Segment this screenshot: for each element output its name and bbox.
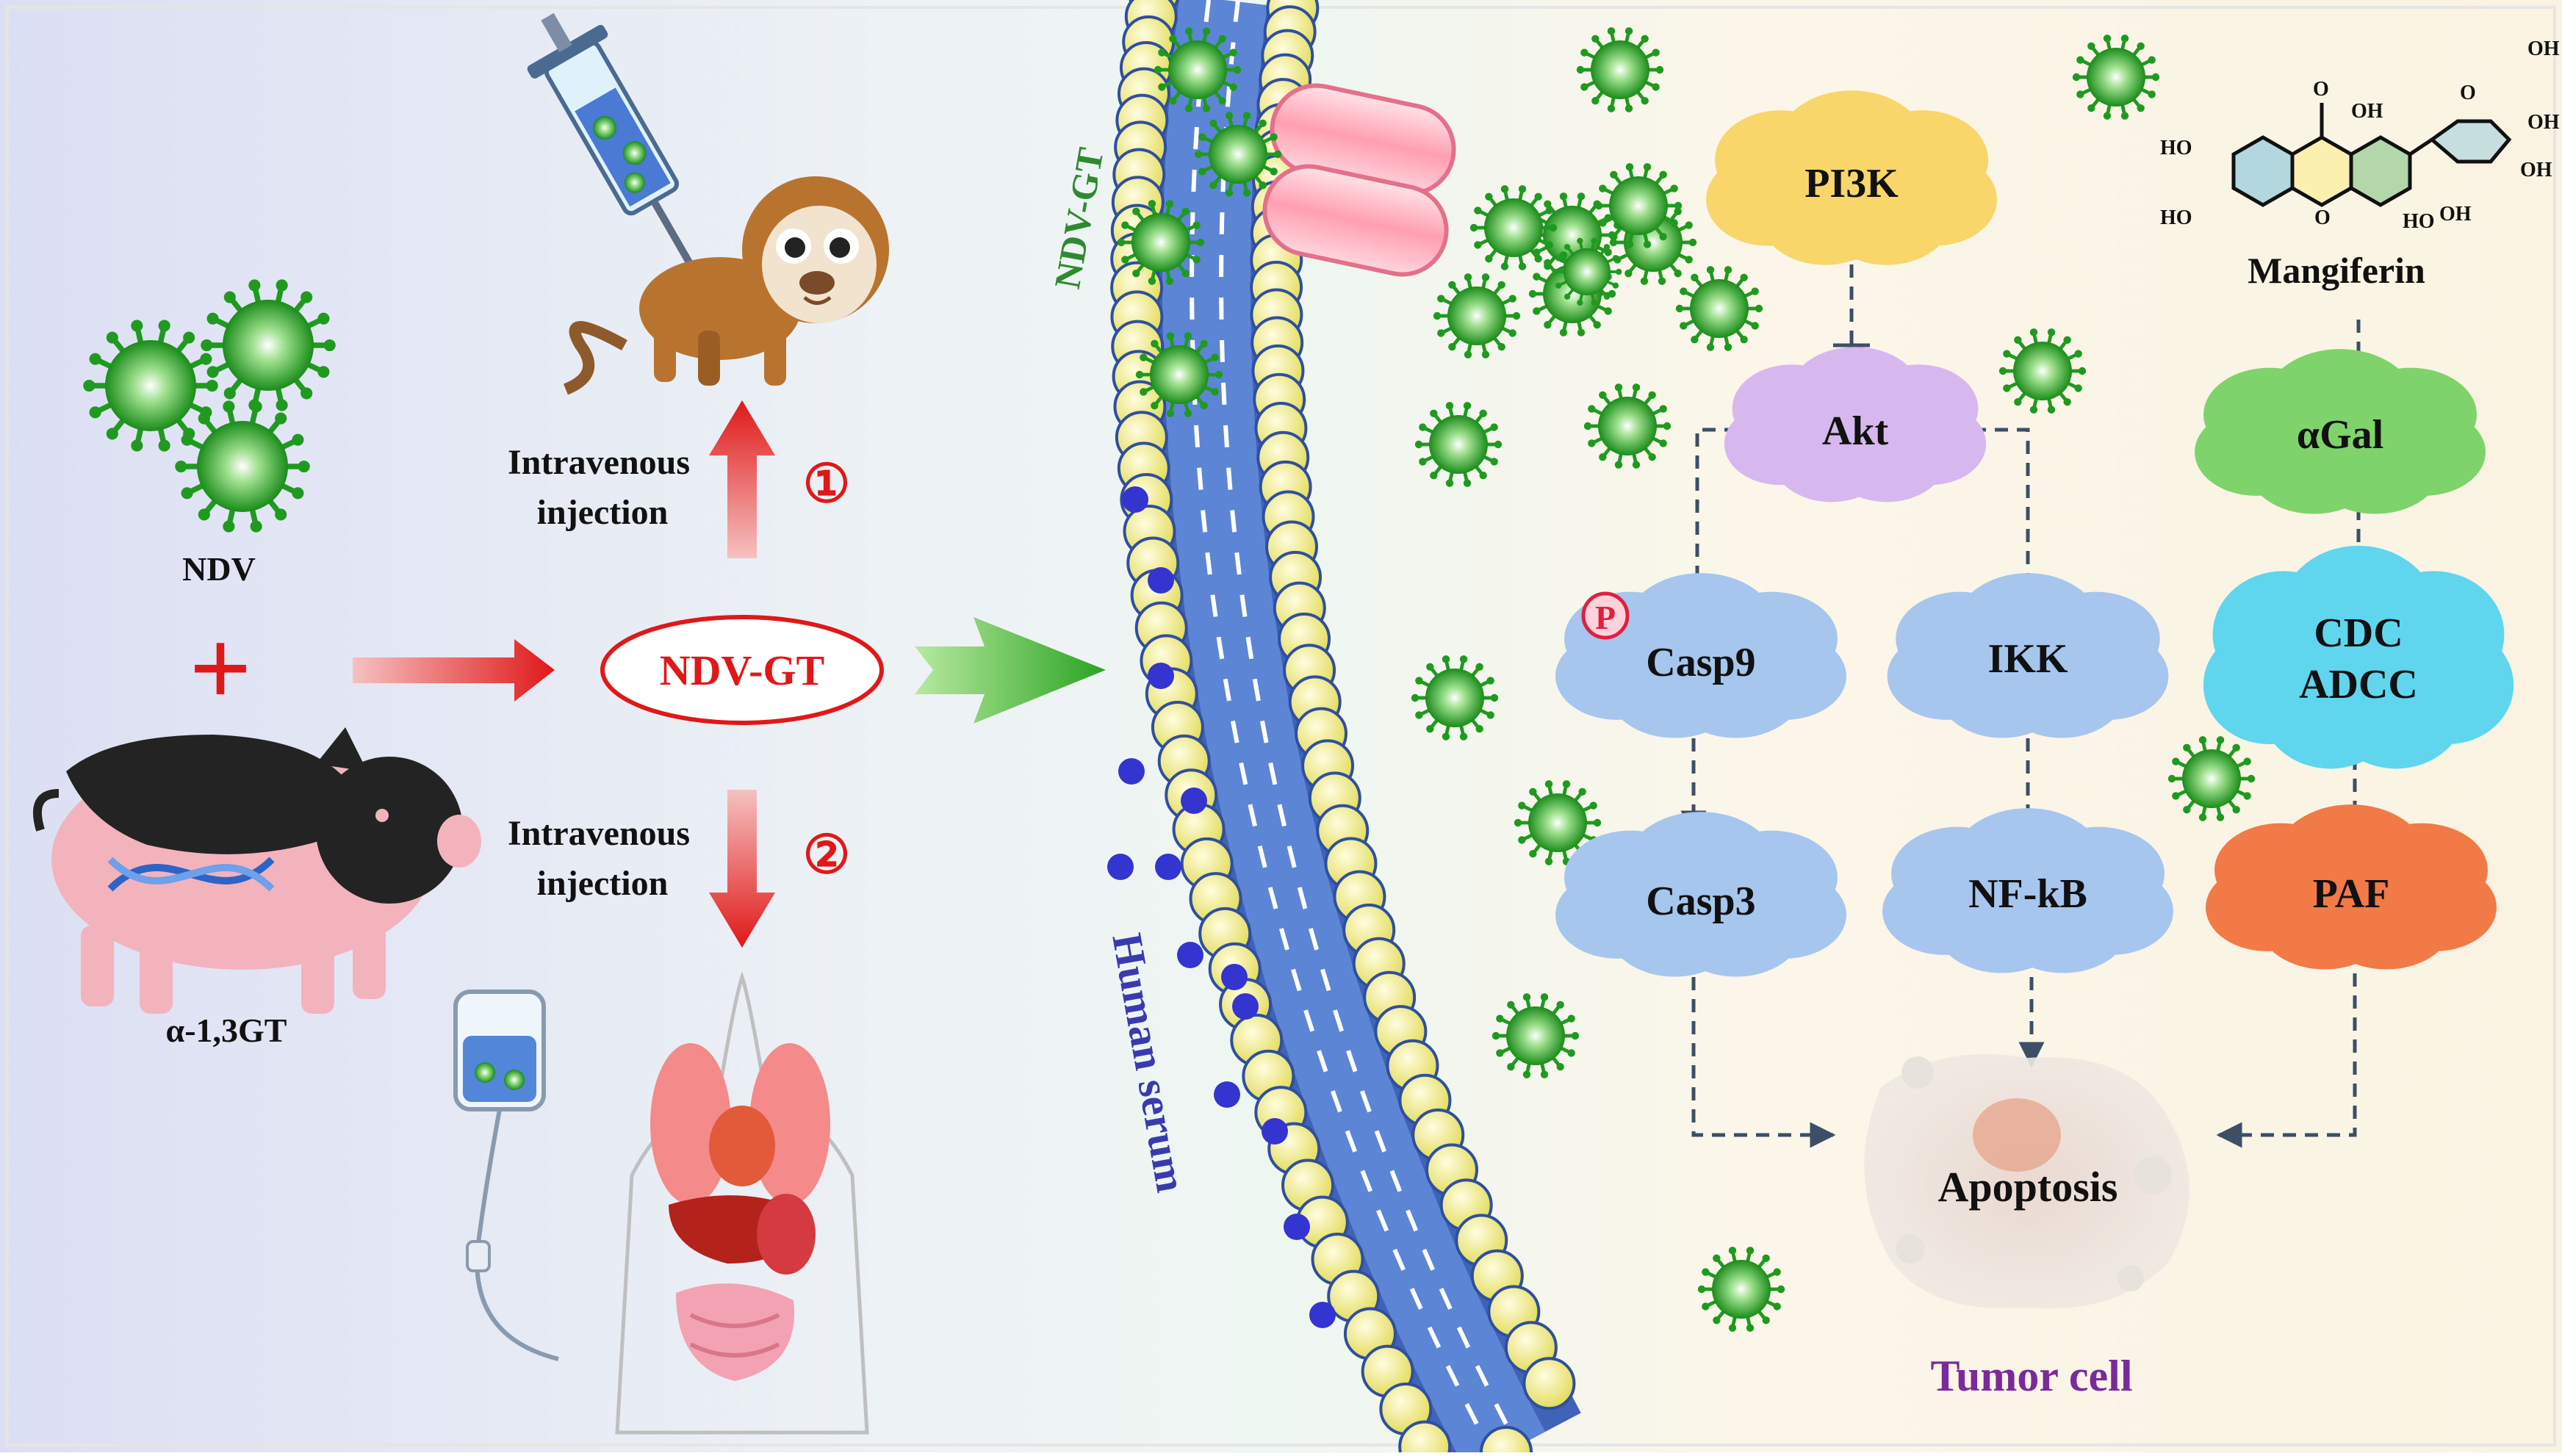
virus-particle <box>2072 35 2160 120</box>
node-pi3k-label: PI3K <box>1804 161 1899 206</box>
virus-particle <box>1576 27 1664 112</box>
plus-sign: + <box>189 608 251 729</box>
node-casp3 <box>1555 812 1846 977</box>
compound-label: Mangiferin <box>2248 250 2425 291</box>
virus-particle <box>1135 332 1223 417</box>
syringe-illustration <box>527 12 702 280</box>
node-ikk <box>1887 573 2169 738</box>
node-nfkb-label: NF-kB <box>1968 871 2087 917</box>
virus-particle <box>1514 780 1602 865</box>
node-paf-label: PAF <box>2313 871 2390 917</box>
virus-particle <box>83 320 218 452</box>
virus-particle <box>1433 273 1521 358</box>
virus-particle <box>1117 200 1205 285</box>
ndv-gt-virus-particles <box>1117 27 2256 1332</box>
node-casp3-label: Casp3 <box>1646 879 1755 924</box>
red-arrow-right <box>353 639 555 702</box>
node-ikk-label: IKK <box>1988 636 2068 682</box>
node-adcc-label: ADCC <box>2299 662 2418 707</box>
virus-particle <box>201 279 336 411</box>
node-agal-label: αGal <box>2297 412 2383 458</box>
human-organs-illustration <box>615 971 869 1435</box>
node-cdc-label: CDC <box>2314 610 2403 656</box>
route1-line1: Intravenous <box>508 443 690 482</box>
virus-particle <box>1414 402 1503 487</box>
serum-dots <box>1107 486 1336 1328</box>
mangiferin-structure <box>2231 103 2512 207</box>
virus-particle <box>1469 185 1558 270</box>
route2-line1: Intravenous <box>508 814 690 853</box>
atom-ho3: HO <box>2403 210 2435 233</box>
route1-number: ① <box>803 455 851 513</box>
virus-particle <box>1675 266 1763 351</box>
node-nfkb <box>1882 808 2173 973</box>
atom-oh2: OH <box>2527 37 2560 60</box>
red-arrow-up <box>709 400 775 558</box>
node-cdc-adcc <box>2203 545 2514 769</box>
virus-particle <box>1194 112 1282 197</box>
tumor-cell-label: Tumor cell <box>1930 1352 2132 1400</box>
atom-oh1: OH <box>2351 100 2383 123</box>
atom-o2: O <box>2314 206 2331 229</box>
node-paf <box>2206 804 2497 970</box>
virus-particle <box>1154 27 1242 112</box>
node-akt <box>1724 347 1987 502</box>
virus-particle <box>1411 655 1499 740</box>
node-apoptosis-label: Apoptosis <box>1938 1163 2118 1211</box>
pig-illustration <box>33 727 481 1014</box>
virus-particle <box>1552 237 1622 306</box>
phospho-badge <box>1581 591 1630 640</box>
virus-particle <box>1998 328 2087 414</box>
route1-line2: injection <box>537 493 669 532</box>
node-casp9-label: Casp9 <box>1646 640 1755 685</box>
atom-ho2: HO <box>2160 206 2192 229</box>
virus-particle <box>1697 1247 1785 1332</box>
ndv-virus-cluster <box>83 279 336 533</box>
tumor-cell-illustration <box>1864 1054 2189 1309</box>
node-agal <box>2195 349 2486 514</box>
phospho-label: P <box>1595 599 1616 636</box>
atom-oh5: OH <box>2439 203 2472 226</box>
membrane-channel <box>1262 83 1456 277</box>
virus-particle <box>1594 163 1683 248</box>
red-arrow-down <box>709 790 775 948</box>
virus-particle <box>1491 993 1580 1078</box>
green-arrow-right <box>915 617 1106 724</box>
virus-particle <box>175 400 310 533</box>
atom-ho1: HO <box>2160 137 2192 159</box>
virus-particle <box>1583 383 1672 469</box>
gene-label: α-1,3GT <box>166 1012 287 1049</box>
ndv-gt-label: NDV-GT <box>660 646 824 694</box>
route2-number: ② <box>803 826 851 884</box>
pathway-node-shapes <box>1555 90 2514 977</box>
atom-o3: O <box>2460 82 2476 104</box>
atom-oh4: OH <box>2520 159 2552 181</box>
atom-oh3: OH <box>2527 111 2560 134</box>
node-pi3k <box>1706 90 1997 265</box>
ndv-label: NDV <box>182 550 256 588</box>
monkey-illustration <box>563 176 889 395</box>
atom-o1: O <box>2313 78 2329 101</box>
iv-bag-illustration <box>453 990 559 1361</box>
virus-particle <box>2167 736 2256 821</box>
node-akt-label: Akt <box>1822 408 1889 454</box>
route2-line2: injection <box>537 864 669 903</box>
ndv-gt-oval <box>600 615 884 725</box>
